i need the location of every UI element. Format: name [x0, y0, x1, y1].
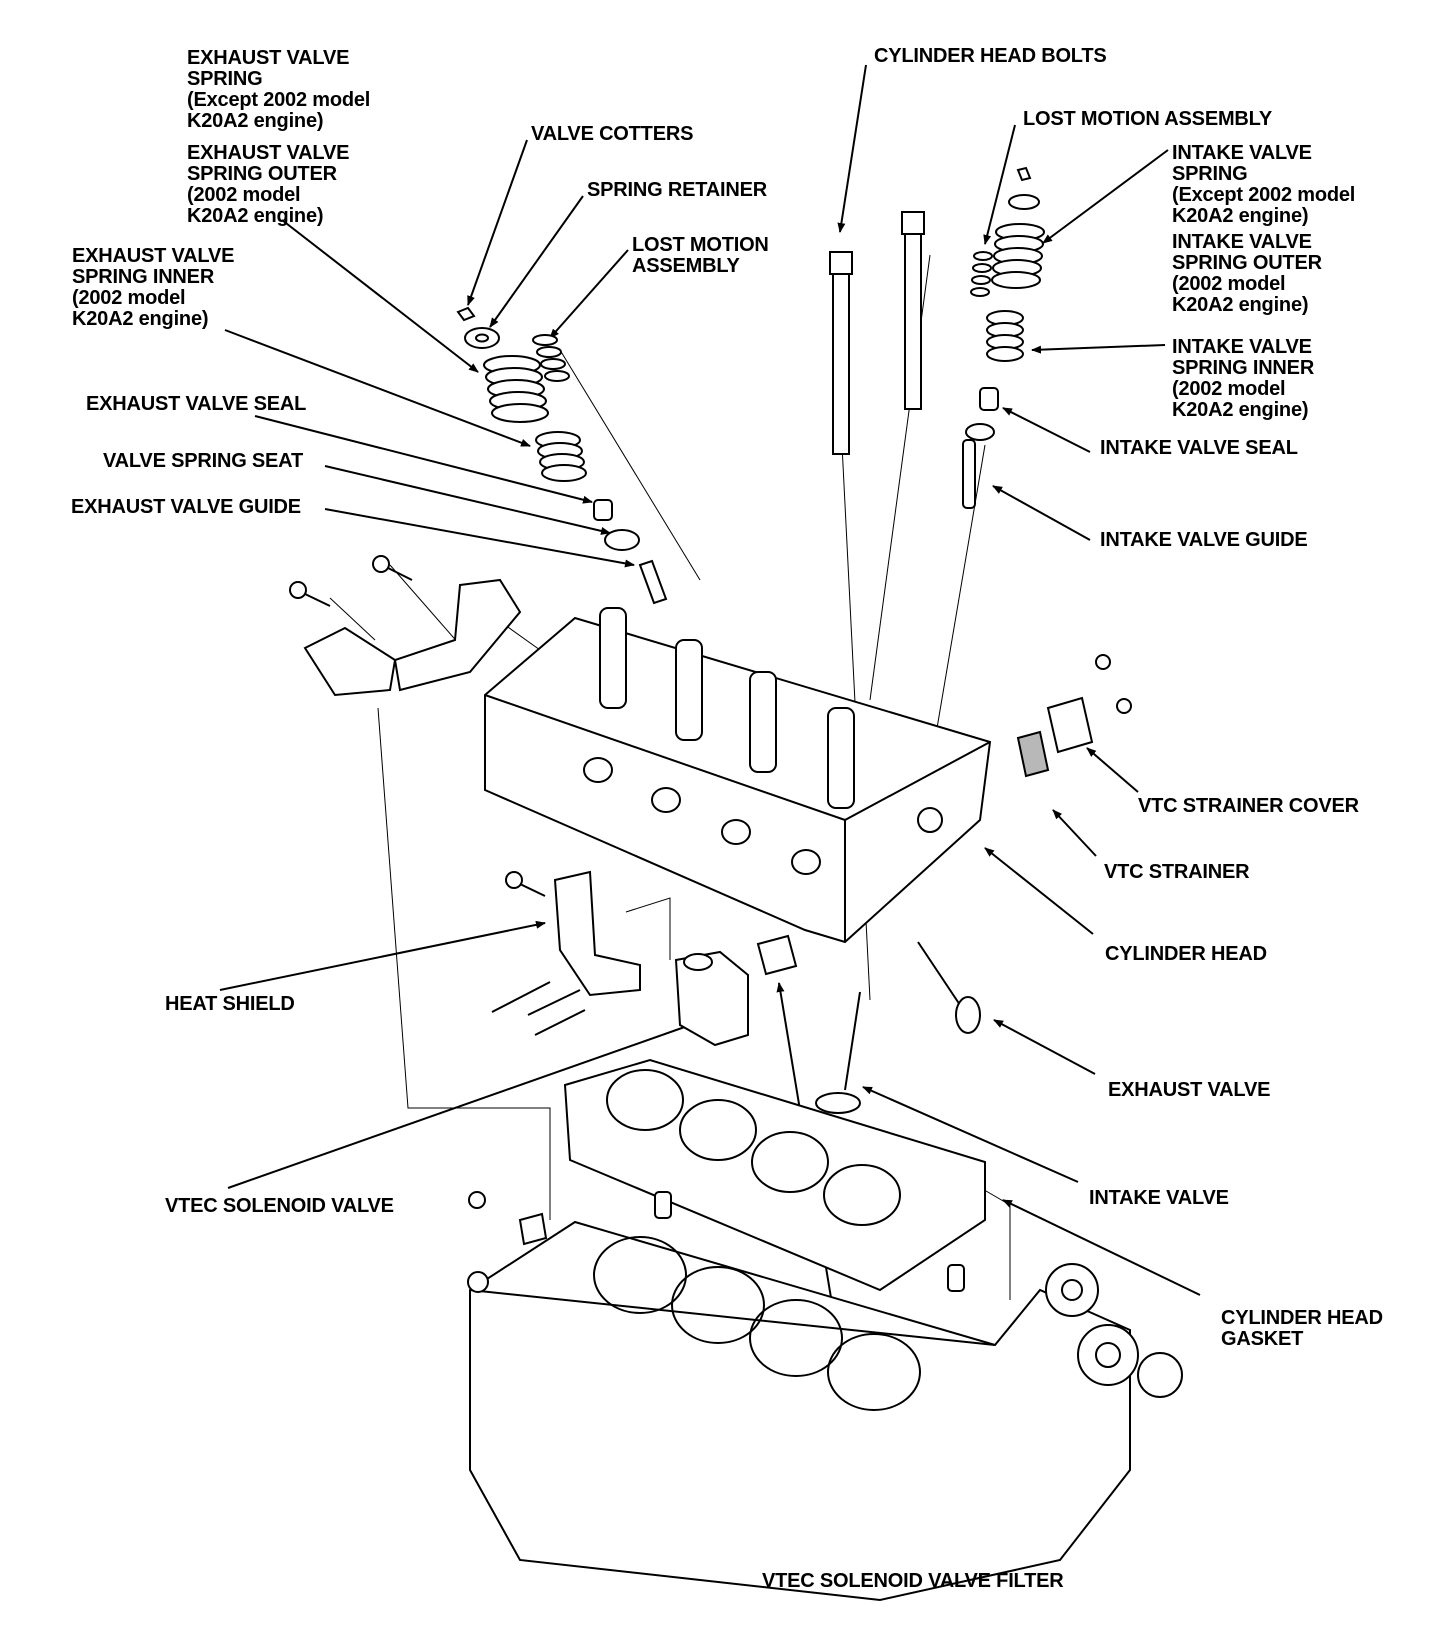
leader-intake-spring [1042, 149, 1169, 244]
leader-cylinder-head [984, 847, 1094, 935]
leader-cylinder-head-bolts [837, 64, 867, 233]
leader-intake-valve-guide [992, 485, 1091, 541]
label-cylinder-head: CYLINDER HEAD [1105, 943, 1267, 965]
label-heat-shield: HEAT SHIELD [165, 993, 295, 1015]
leader-exhaust-spring-inner [224, 329, 531, 447]
label-intake-valve-guide: INTAKE VALVE GUIDE [1100, 529, 1308, 551]
leader-spring-retainer [489, 195, 584, 328]
label-intake-valve-spring: INTAKE VALVE SPRING (Except 2002 model K… [1172, 142, 1356, 227]
leader-intake-valve-seal [1002, 407, 1091, 453]
leader-lost-motion-left [549, 249, 629, 339]
leader-intake-spring-inner [1031, 344, 1166, 354]
leader-heat-shield [219, 920, 546, 991]
exhaust-valve-stack [456, 306, 668, 605]
label-exhaust-valve-seal: EXHAUST VALVE SEAL [86, 393, 307, 415]
head-gasket-drawing [563, 1058, 986, 1292]
label-valve-cotters: VALVE COTTERS [531, 123, 694, 145]
label-lost-motion-assembly-right: LOST MOTION ASSEMBLY [1023, 108, 1272, 130]
engine-block-drawing [467, 1191, 1183, 1602]
label-exhaust-valve-spring-outer: EXHAUST VALVE SPRING OUTER (2002 model K… [187, 142, 350, 227]
leader-exhaust-valve [993, 1019, 1096, 1075]
label-exhaust-valve-spring-inner: EXHAUST VALVE SPRING INNER (2002 model K… [72, 245, 235, 330]
leader-cylinder-head-gasket [1002, 1199, 1201, 1296]
label-intake-valve-spring-inner: INTAKE VALVE SPRING INNER (2002 model K2… [1172, 336, 1315, 421]
label-cylinder-head-bolts: CYLINDER HEAD BOLTS [874, 45, 1107, 67]
label-cylinder-head-gasket: CYLINDER HEAD GASKET [1221, 1307, 1383, 1350]
label-exhaust-valve: EXHAUST VALVE [1108, 1079, 1271, 1101]
leader-exhaust-valve-seal [254, 415, 593, 504]
label-vtc-strainer: VTC STRAINER [1104, 861, 1250, 883]
label-lost-motion-assembly-left: LOST MOTION ASSEMBLY [632, 234, 769, 277]
leader-exhaust-valve-guide [324, 508, 635, 568]
label-spring-retainer: SPRING RETAINER [587, 179, 767, 201]
brackets-drawing [289, 555, 1132, 1047]
valves-drawing [815, 941, 981, 1114]
leader-valve-cotters [467, 139, 528, 306]
leader-lost-motion-right [983, 124, 1016, 245]
intake-valve-stack [829, 166, 1045, 509]
label-vtec-solenoid-valve-filter: VTEC SOLENOID VALVE FILTER [762, 1570, 1064, 1592]
label-valve-spring-seat: VALVE SPRING SEAT [103, 450, 303, 472]
label-vtec-solenoid-valve: VTEC SOLENOID VALVE [165, 1195, 394, 1217]
leader-valve-spring-seat [324, 465, 611, 535]
label-intake-valve-seal: INTAKE VALVE SEAL [1100, 437, 1298, 459]
leader-vtc-strainer-cover [1086, 747, 1139, 793]
label-intake-valve: INTAKE VALVE [1089, 1187, 1229, 1209]
label-intake-valve-spring-outer: INTAKE VALVE SPRING OUTER (2002 model K2… [1172, 231, 1322, 316]
leader-intake-valve [862, 1086, 1079, 1183]
label-exhaust-valve-guide: EXHAUST VALVE GUIDE [71, 496, 301, 518]
leader-vtec-solenoid-valve [227, 1022, 697, 1189]
cylinder-head-drawing [484, 607, 992, 944]
label-vtc-strainer-cover: VTC STRAINER COVER [1138, 795, 1359, 817]
leader-vtc-strainer [1052, 809, 1097, 857]
leader-exhaust-spring-outer [281, 219, 479, 373]
label-exhaust-valve-spring: EXHAUST VALVE SPRING (Except 2002 model … [187, 47, 371, 132]
